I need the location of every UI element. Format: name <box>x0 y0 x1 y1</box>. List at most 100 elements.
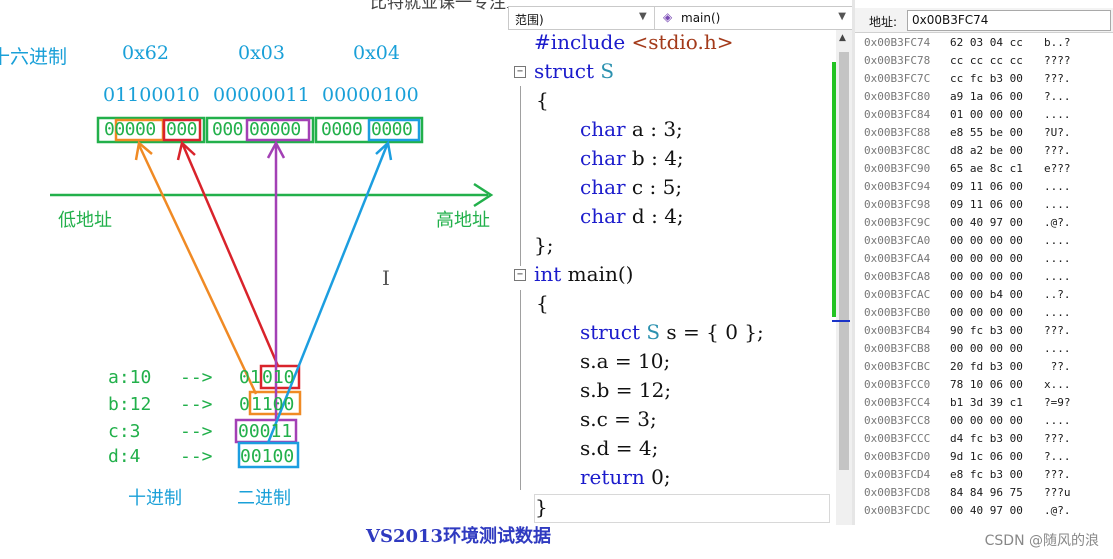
memory-bytes: 78 10 06 00 <box>950 378 1023 391</box>
memory-ascii: .... <box>1044 306 1071 319</box>
function-dropdown[interactable]: main() <box>681 11 721 25</box>
scrollbar-thumb[interactable] <box>839 52 849 470</box>
memory-address: 0x00B3FC90 <box>864 162 931 175</box>
memory-address: 0x00B3FC80 <box>864 90 931 103</box>
code-line-1: #include <stdio.h> <box>534 30 864 59</box>
caret-position-marker <box>832 320 850 322</box>
diagram-drawing <box>50 116 494 469</box>
code-token-header: <stdio.h> <box>631 30 734 54</box>
assign-a-label: a:10 <box>108 367 152 388</box>
code-token-return: return <box>580 465 645 489</box>
memory-ascii: ???. <box>1044 432 1071 445</box>
arrow-d <box>266 140 393 444</box>
memory-address: 0x00B3FC98 <box>864 198 931 211</box>
memory-address: 0x00B3FCB0 <box>864 306 931 319</box>
memory-ascii: .... <box>1044 198 1071 211</box>
text-cursor-icon: I <box>382 266 390 290</box>
memory-ascii: ???. <box>1044 72 1071 85</box>
code-token-field-d: d : 4; <box>625 204 684 228</box>
code-line-17: } <box>534 494 830 523</box>
high-address-label: 高地址 <box>436 210 490 231</box>
memory-address: 0x00B3FCB8 <box>864 342 931 355</box>
memory-bytes: e8 fc b3 00 <box>950 468 1023 481</box>
binary-value-3: 00000100 <box>322 84 419 106</box>
code-token-struct: struct <box>534 59 594 83</box>
assign-b-label: b:12 <box>108 394 152 415</box>
arrow-c <box>266 140 286 420</box>
editor-scrollbar[interactable]: ▲ <box>836 30 853 525</box>
field-box-a-bottom <box>259 364 301 390</box>
memory-address: 0x00B3FCD8 <box>864 486 931 499</box>
memory-address: 0x00B3FCCC <box>864 432 931 445</box>
assign-a-arrow: --> <box>180 367 213 388</box>
assign-d-label: d:4 <box>108 446 141 467</box>
memory-bytes: e8 55 be 00 <box>950 126 1023 139</box>
memory-bytes: 9d 1c 06 00 <box>950 450 1023 463</box>
memory-address: 0x00B3FCD4 <box>864 468 931 481</box>
code-line-16: return 0; <box>580 465 910 494</box>
code-line-7: char d : 4; <box>580 204 910 233</box>
memory-address: 0x00B3FCDC <box>864 504 931 517</box>
watermark: CSDN @随风的浪 <box>984 533 1099 549</box>
collapse-struct-icon[interactable]: − <box>514 66 526 78</box>
scope-dropdown[interactable]: 范围) <box>515 13 544 27</box>
indent-guide <box>520 290 521 490</box>
memory-bytes: 09 11 06 00 <box>950 180 1023 193</box>
scroll-up-icon[interactable]: ▲ <box>839 33 846 43</box>
code-token-field-c: c : 5; <box>625 175 683 199</box>
memory-address: 0x00B3FC74 <box>864 36 931 49</box>
arrow-b <box>134 140 258 395</box>
collapse-main-icon[interactable]: − <box>514 269 526 281</box>
memory-address: 0x00B3FCC0 <box>864 378 931 391</box>
address-input[interactable]: 0x00B3FC74 <box>907 10 1111 31</box>
memory-address: 0x00B3FCA8 <box>864 270 931 283</box>
code-editor[interactable]: 范围) ▼ ◈ main() ▼ #include <stdio.h> − st… <box>508 0 853 525</box>
memory-address: 0x00B3FCB4 <box>864 324 931 337</box>
memory-ascii: .@?. <box>1044 504 1071 517</box>
memory-address: 0x00B3FC78 <box>864 54 931 67</box>
memory-row: 0x00B3FC98 09 11 06 00.... <box>855 198 1113 216</box>
code-line-4: char a : 3; <box>580 117 910 146</box>
memory-address: 0x00B3FCBC <box>864 360 931 373</box>
memory-bytes: 00 00 00 00 <box>950 252 1023 265</box>
memory-ascii: .... <box>1044 252 1071 265</box>
code-token-char: char <box>580 117 626 141</box>
memory-bytes: 09 11 06 00 <box>950 198 1023 211</box>
code-token-zero: 0; <box>644 465 671 489</box>
code-line-13: s.b = 12; <box>580 378 672 402</box>
code-line-12: s.a = 10; <box>580 349 671 373</box>
memory-bytes: 00 00 00 00 <box>950 306 1023 319</box>
memory-bytes: 65 ae 8c c1 <box>950 162 1023 175</box>
byte3-bits-b: 0000 <box>371 119 413 140</box>
address-label: 地址: <box>869 15 898 29</box>
memory-address: 0x00B3FCAC <box>864 288 931 301</box>
nav-separator <box>654 7 655 29</box>
memory-address-bar: 地址: 0x00B3FC74 <box>855 8 1113 33</box>
byte-box-3 <box>314 116 424 144</box>
pane-splitter[interactable] <box>852 0 855 525</box>
code-token-include: #include <box>534 30 632 54</box>
memory-ascii: .@?. <box>1044 216 1071 229</box>
code-token-char: char <box>580 175 626 199</box>
field-box-c-top <box>245 118 311 142</box>
assign-d-arrow: --> <box>180 446 213 467</box>
chevron-down-icon[interactable]: ▼ <box>639 11 647 22</box>
memory-address: 0x00B3FC84 <box>864 108 931 121</box>
memory-ascii: b..? <box>1044 36 1071 49</box>
memory-bytes: 00 00 00 00 <box>950 234 1023 247</box>
code-token-int: int <box>534 262 562 286</box>
memory-ascii: ???u <box>1044 486 1071 499</box>
chevron-down-icon[interactable]: ▼ <box>838 11 846 22</box>
code-token-type-s: S <box>593 59 615 83</box>
memory-ascii: ???. <box>1044 468 1071 481</box>
memory-address: 0x00B3FC9C <box>864 216 931 229</box>
low-address-label: 低地址 <box>58 210 112 231</box>
